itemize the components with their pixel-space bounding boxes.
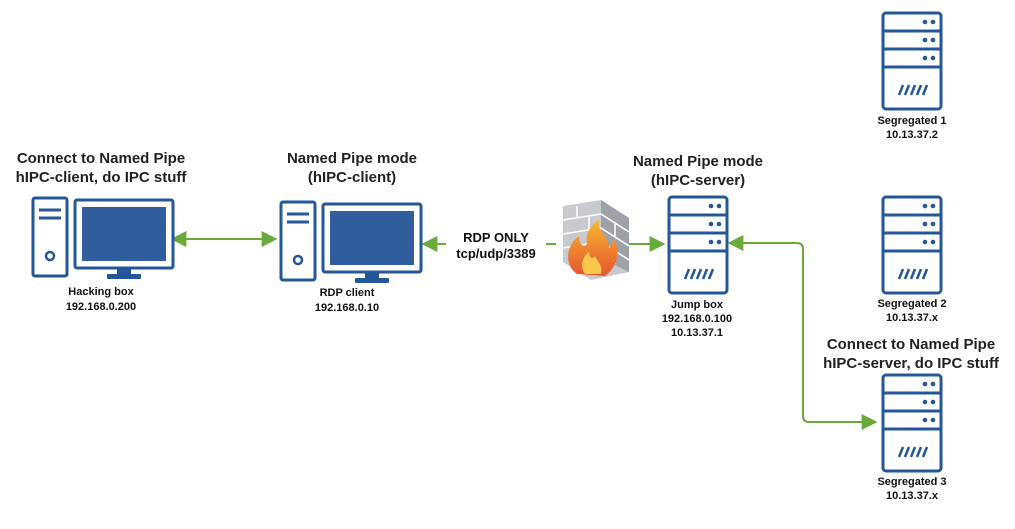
segregated-2-node: Segregated 2 10.13.37.x (877, 195, 947, 324)
rdp-label-line-1: RDP ONLY (463, 230, 529, 245)
hacking-box-label-name: Hacking box (68, 286, 134, 298)
jump-box-label-ip-2: 10.13.37.1 (671, 327, 723, 339)
desktop-computer-icon (31, 196, 175, 279)
server-rack-icon (881, 11, 943, 111)
firewall-icon (562, 200, 630, 280)
segregated-2-label-ip: 10.13.37.x (886, 312, 939, 324)
segregated-1-label-name: Segregated 1 (877, 115, 946, 127)
hacking-box-node: Connect to Named Pipe hIPC-client, do IP… (16, 150, 188, 313)
segregated-3-heading-line-2: hIPC-server, do IPC stuff (823, 355, 1000, 372)
server-rack-icon (881, 373, 943, 473)
rdp-client-label-ip: 192.168.0.10 (315, 302, 379, 314)
segregated-1-node: Segregated 1 10.13.37.2 (877, 11, 947, 141)
segregated-1-label-ip: 10.13.37.2 (886, 129, 938, 141)
rdp-label-background (446, 228, 546, 262)
segregated-3-label-name: Segregated 3 (877, 476, 946, 488)
hacking-box-label-ip: 192.168.0.200 (66, 301, 136, 313)
server-rack-icon (667, 195, 729, 295)
jump-box-heading-line-1: Named Pipe mode (633, 153, 763, 170)
segregated-3-label-ip: 10.13.37.x (886, 490, 939, 502)
desktop-computer-icon (279, 200, 423, 283)
rdp-client-heading-line-2: (hIPC-client) (308, 169, 396, 186)
connector-jumpbox-to-segregated-3 (727, 235, 878, 430)
rdp-label-line-2: tcp/udp/3389 (456, 246, 535, 261)
jump-box-node: Named Pipe mode (hIPC-server) Jump box 1… (633, 153, 763, 339)
rdp-client-node: Named Pipe mode (hIPC-client) RDP client… (279, 150, 423, 314)
jump-box-label-name: Jump box (671, 299, 724, 311)
hacking-box-heading-line-2: hIPC-client, do IPC stuff (16, 169, 188, 186)
server-rack-icon (881, 195, 943, 295)
jump-box-label-ip-1: 192.168.0.100 (662, 313, 732, 325)
hacking-box-heading-line-1: Connect to Named Pipe (17, 150, 185, 167)
segregated-3-node: Connect to Named Pipe hIPC-server, do IP… (823, 336, 1000, 502)
rdp-client-heading-line-1: Named Pipe mode (287, 150, 417, 167)
rdp-client-label-name: RDP client (320, 287, 375, 299)
jump-box-heading-line-2: (hIPC-server) (651, 172, 745, 189)
segregated-2-label-name: Segregated 2 (877, 298, 946, 310)
connectors (170, 231, 878, 430)
segregated-3-heading-line-1: Connect to Named Pipe (827, 336, 995, 353)
